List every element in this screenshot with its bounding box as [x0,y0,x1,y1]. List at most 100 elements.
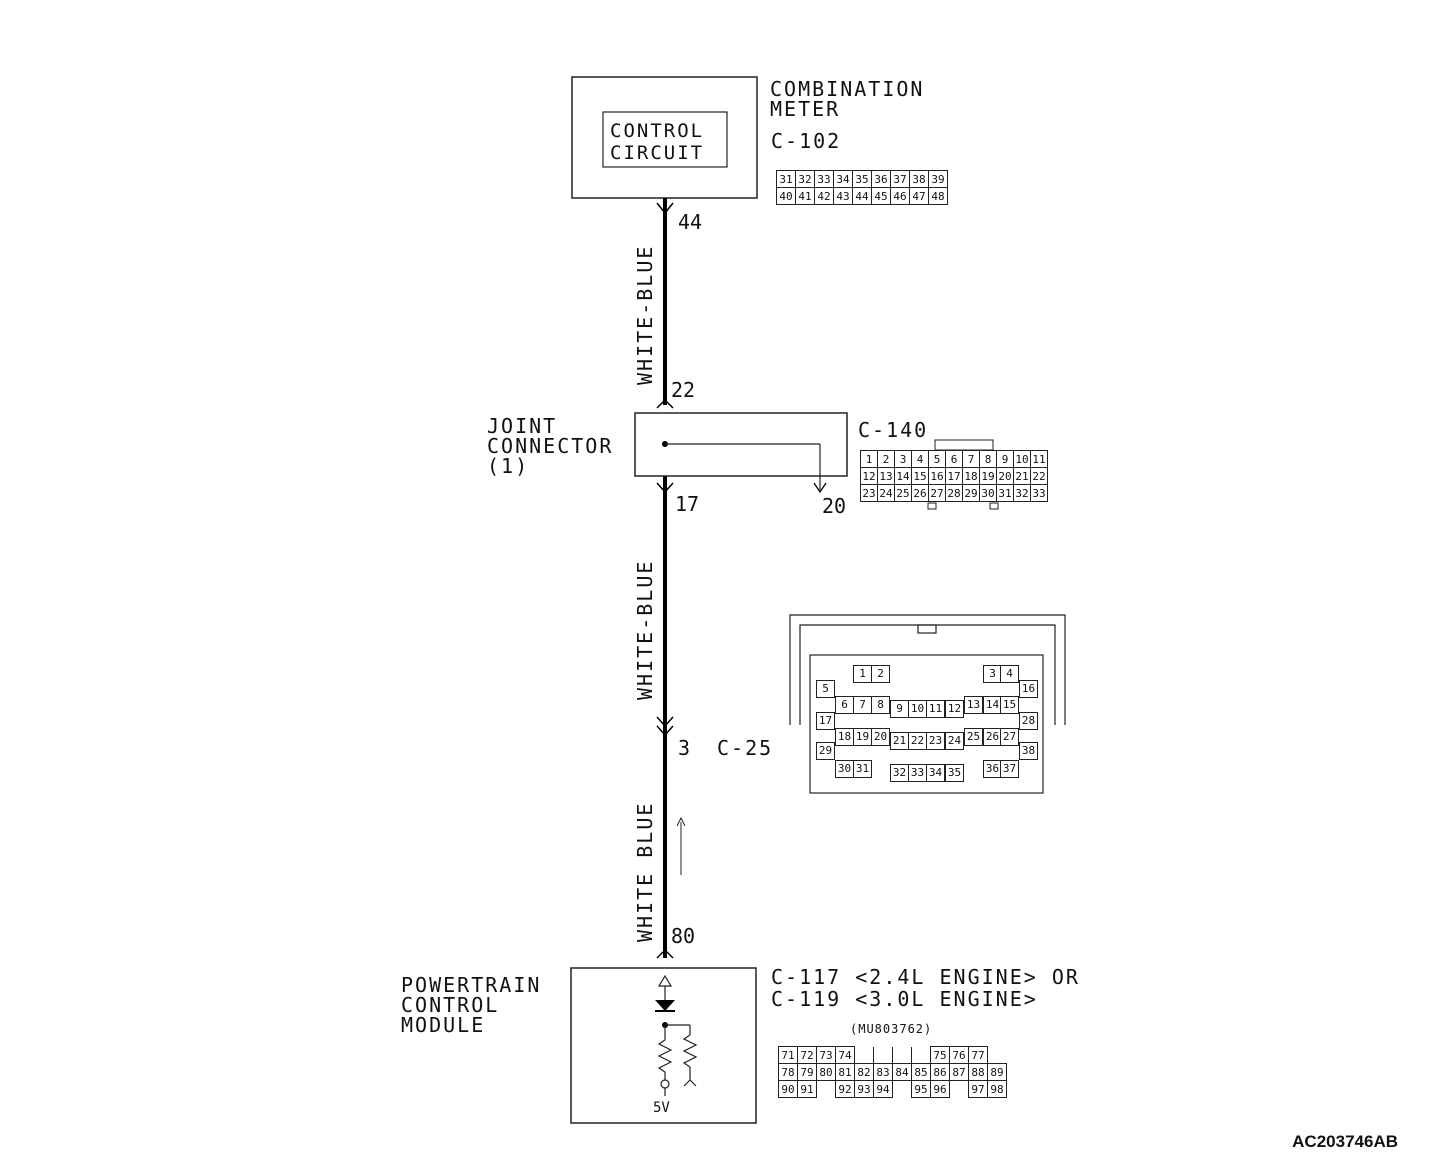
pin-cell: 97 [968,1080,988,1098]
connector-c102-label: C-102 [771,129,842,153]
pin-80: 80 [671,924,696,948]
c25-pin-cell: 34 [926,764,945,782]
c25-pin-cell: 23 [926,732,945,750]
pin-cell: 8 [979,450,997,468]
c25-pin-cell: 24 [945,732,964,750]
pin-cell: 74 [835,1046,855,1064]
pin-cell: 19 [979,467,997,485]
pin-cell: 5 [928,450,946,468]
combination-meter-label: COMBINATION METER [770,77,925,121]
pin-cell: 16 [928,467,946,485]
pin-cell: 31 [776,170,796,188]
pin-cell: 13 [877,467,895,485]
c25-pin-cell: 7 [853,696,872,714]
figure-id: AC203746AB [1292,1132,1398,1151]
c25-pin-cell: 18 [835,728,854,746]
pcm-box [570,967,757,1124]
control-circuit-label: CONTROL CIRCUIT [610,120,705,164]
c25-pin-cell: 27 [1000,728,1019,746]
diode-symbol [655,1000,675,1011]
pin-cell: 37 [890,170,910,188]
pin-20: 20 [822,494,847,518]
pin-cell: 18 [962,467,980,485]
empty-cell [892,1080,912,1098]
pin-cell: 46 [890,187,910,205]
pin-cell: 40 [776,187,796,205]
pin-cell: 43 [833,187,853,205]
pin-cell: 88 [968,1063,988,1081]
pin-cell: 73 [816,1046,836,1064]
pin-cell: 7 [962,450,980,468]
pin-cell: 93 [854,1080,874,1098]
empty-cell [873,1046,893,1064]
pin-cell: 24 [877,484,895,502]
pin-cell: 32 [1013,484,1031,502]
empty-cell [949,1080,969,1098]
pin-cell: 91 [797,1080,817,1098]
pin-cell: 1 [860,450,878,468]
pin-cell: 82 [854,1063,874,1081]
pin-17: 17 [675,492,700,516]
pin-cell: 81 [835,1063,855,1081]
c25-pin-cell: 10 [908,700,927,718]
pin-cell: 77 [968,1046,988,1064]
pin-cell: 87 [949,1063,969,1081]
c25-pin-cell: 33 [908,764,927,782]
connector-c25-label: C-25 [717,736,774,760]
pin-cell: 94 [873,1080,893,1098]
pin-cell: 98 [987,1080,1007,1098]
pin-44: 44 [678,210,703,234]
pin-cell: 2 [877,450,895,468]
c25-pin-cell: 37 [1000,760,1019,778]
c25-pin-cell: 3 [983,665,1002,683]
c25-pin-cell: 9 [890,700,909,718]
pin-cell: 26 [911,484,929,502]
pin-cell: 72 [797,1046,817,1064]
pin-cell: 83 [873,1063,893,1081]
c25-pin-cell: 26 [983,728,1002,746]
pin-cell: 36 [871,170,891,188]
pin-cell: 84 [892,1063,912,1081]
c25-pin-cell: 30 [835,760,854,778]
connector-c140-label: C-140 [858,418,929,442]
pin-cell: 33 [1030,484,1048,502]
pin-cell: 39 [928,170,948,188]
c25-pin-cell: 29 [816,742,835,760]
empty-cell [854,1046,874,1064]
c25-pin-cell: 11 [926,700,945,718]
pcm-label: POWERTRAIN CONTROL MODULE [401,973,542,1037]
c25-pin-cell: 32 [890,764,909,782]
joint-connector-box [634,412,848,477]
c25-pin-cell: 2 [871,665,890,683]
pin-cell: 48 [928,187,948,205]
pin-cell: 29 [962,484,980,502]
pin-cell: 12 [860,467,878,485]
wire-2-color-label: WHITE-BLUE [633,559,657,700]
pin-cell: 76 [949,1046,969,1064]
c25-pin-cell: 31 [853,760,872,778]
pin-cell: 4 [911,450,929,468]
pin-cell: 14 [894,467,912,485]
pcm-connector-line-2: C-119 <3.0L ENGINE> [771,987,1038,1011]
pin-cell: 32 [795,170,815,188]
pin-cell: 92 [835,1080,855,1098]
c25-pin-cell: 17 [816,712,835,730]
pin-cell: 27 [928,484,946,502]
c25-pin-cell: 5 [816,680,835,698]
pin-cell: 10 [1013,450,1031,468]
pin-cell: 89 [987,1063,1007,1081]
c25-pin-cell: 35 [945,764,964,782]
pcm-connector-line-1: C-117 <2.4L ENGINE> OR [771,965,1080,989]
pin-cell: 34 [833,170,853,188]
c25-pin-cell: 12 [945,700,964,718]
control-circuit-box [602,111,728,168]
pin-cell: 22 [1030,467,1048,485]
pin-cell: 21 [1013,467,1031,485]
pin-cell: 35 [852,170,872,188]
pin-cell: 9 [996,450,1014,468]
c25-pin-cell: 25 [964,728,983,746]
pin-cell: 20 [996,467,1014,485]
